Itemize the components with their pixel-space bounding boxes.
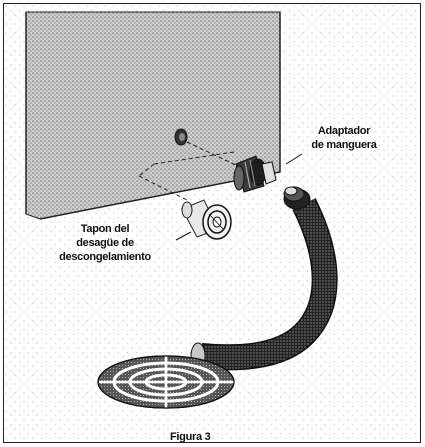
drain-plug-label-line2: desagüe de [76,237,134,249]
drain-plug [181,199,232,240]
figure-caption: Figura 3 [170,431,211,443]
hose-adapter-label-line2: de manguera [311,139,377,151]
floor-drain [97,355,235,409]
hose-adapter [233,155,277,193]
assembly-lines [138,141,241,201]
hose-adapter-label-line1: Adaptador [317,125,371,137]
drain-plug-label: Tapon del desagüe de descongelamiento [35,222,175,264]
leader-lines [175,153,303,241]
illustration [4,4,420,442]
drain-hose [190,186,338,371]
hose-adapter-label: Adaptador de manguera [294,124,394,152]
drain-opening [174,128,188,146]
drain-plug-label-line3: descongelamiento [59,251,151,263]
drain-plug-label-line1: Tapon del [80,223,130,235]
figure-frame: Adaptador de manguera Tapon del desagüe … [3,3,421,443]
